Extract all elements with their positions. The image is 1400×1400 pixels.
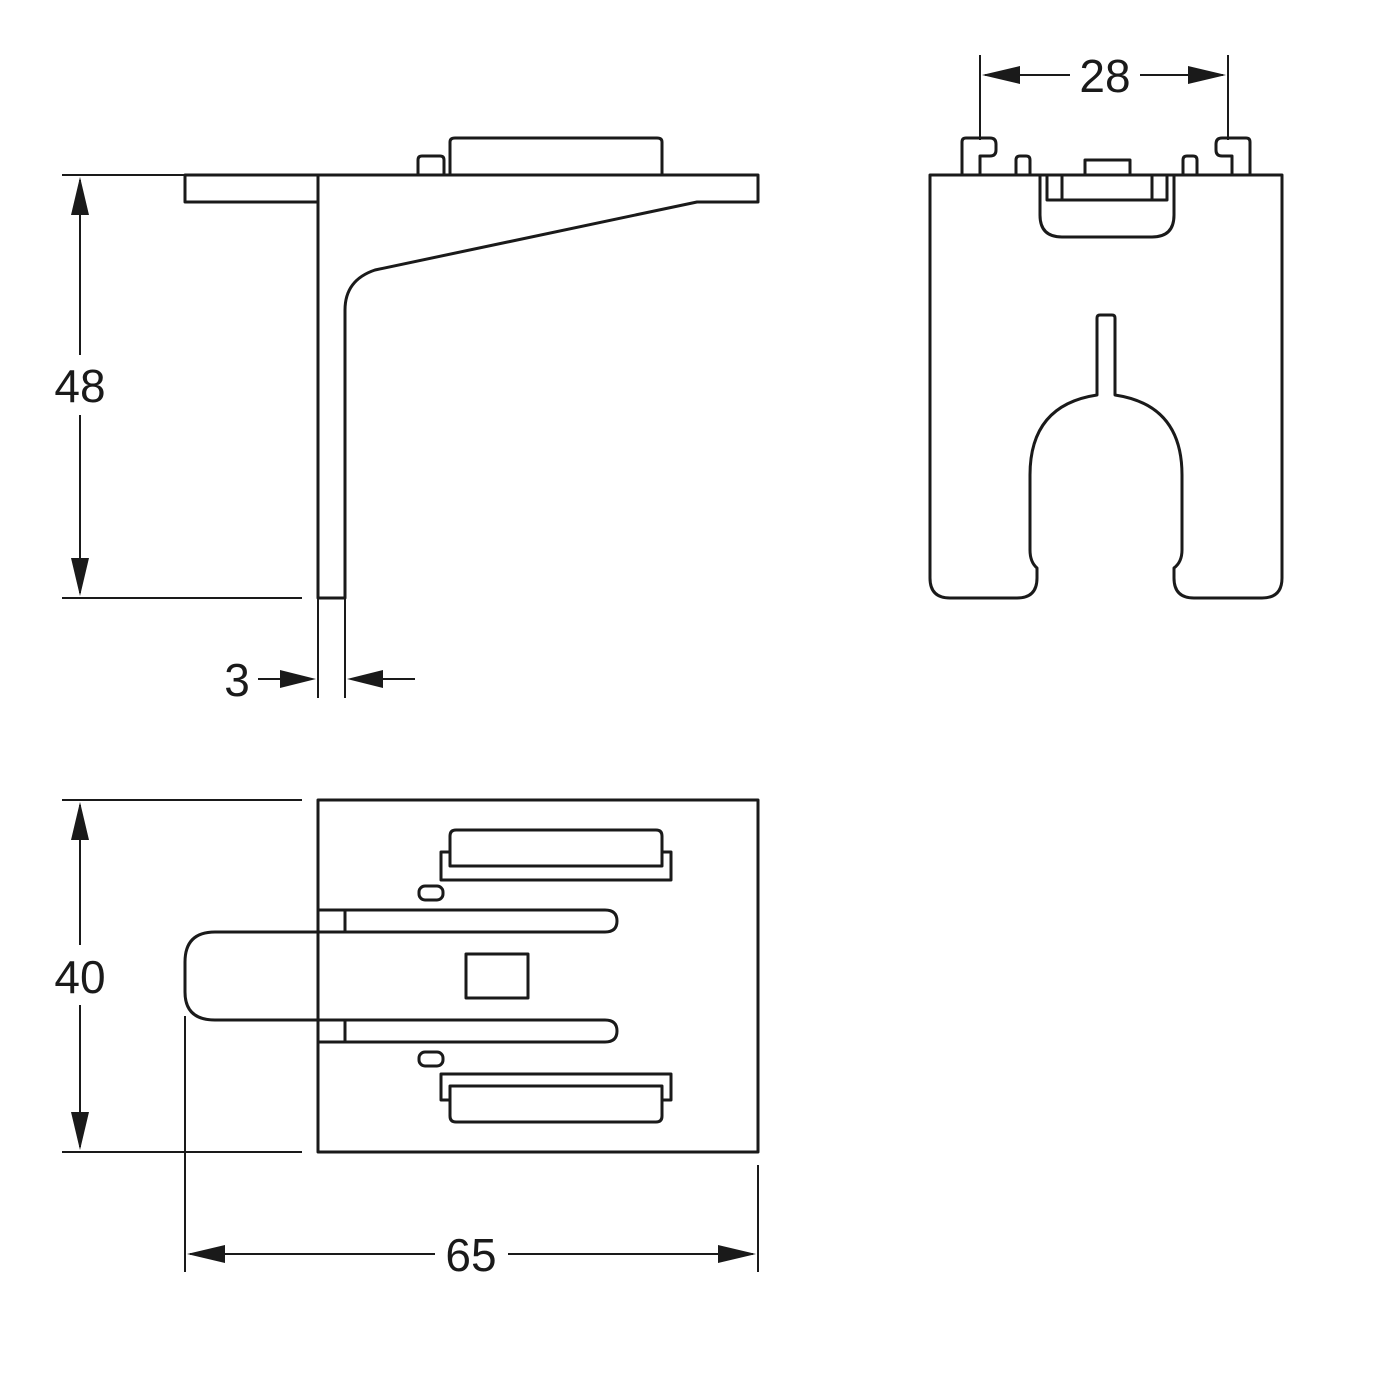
dim-width-arrow-left	[982, 66, 1020, 84]
top-view-plate	[316, 798, 760, 1154]
top-view-slot-upper	[316, 908, 619, 934]
dimension-width: 28	[979, 50, 1229, 140]
dim-depth-arrow-top	[71, 802, 89, 840]
dim-width-label: 28	[1079, 50, 1130, 102]
dim-length-label: 65	[445, 1229, 496, 1281]
dimension-depth: 40	[54, 799, 302, 1153]
dim-depth-arrow-bottom	[71, 1112, 89, 1150]
front-view-hook-right	[1214, 136, 1252, 177]
top-view-small-slot-upper	[417, 884, 445, 902]
top-view-center-square	[464, 952, 530, 1000]
top-view	[183, 798, 760, 1154]
dim-thickness-arrow-right	[347, 670, 383, 688]
dim-thickness-arrow-left	[280, 670, 316, 688]
top-view-tongue	[183, 930, 320, 1022]
top-view-pad-lower-base	[439, 1072, 673, 1102]
dim-thickness-label: 3	[224, 654, 250, 706]
dim-width-arrow-right	[1188, 66, 1226, 84]
dimension-height: 48	[54, 174, 302, 599]
front-view-pin-left	[1014, 154, 1032, 177]
dim-height-arrow-top	[71, 177, 89, 215]
front-view-top-recess	[1038, 173, 1176, 239]
front-view-hook-left	[960, 136, 998, 177]
dimension-thickness: 3	[224, 654, 415, 706]
front-view-pin-right	[1181, 154, 1199, 177]
side-view-top-plate	[183, 173, 760, 600]
side-view-small-nub	[416, 154, 446, 177]
front-view-recess-inner	[1045, 173, 1169, 202]
dim-height-label: 48	[54, 360, 105, 412]
top-view-pad-upper-base	[439, 850, 673, 882]
dim-depth-label: 40	[54, 951, 105, 1003]
top-view-pad-upper	[448, 828, 664, 868]
front-view	[928, 136, 1284, 600]
side-view-raised-pad	[448, 136, 664, 177]
front-view-center-nub	[1083, 158, 1132, 177]
side-view	[183, 136, 760, 698]
front-view-body	[928, 173, 1284, 600]
dim-length-arrow-right	[718, 1245, 756, 1263]
top-view-small-slot-lower	[417, 1050, 445, 1068]
dim-length-arrow-left	[187, 1245, 225, 1263]
dimension-length: 65	[184, 1016, 759, 1281]
top-view-pad-lower	[448, 1084, 664, 1124]
dim-height-arrow-bottom	[71, 558, 89, 596]
top-view-slot-lower	[316, 1018, 619, 1044]
